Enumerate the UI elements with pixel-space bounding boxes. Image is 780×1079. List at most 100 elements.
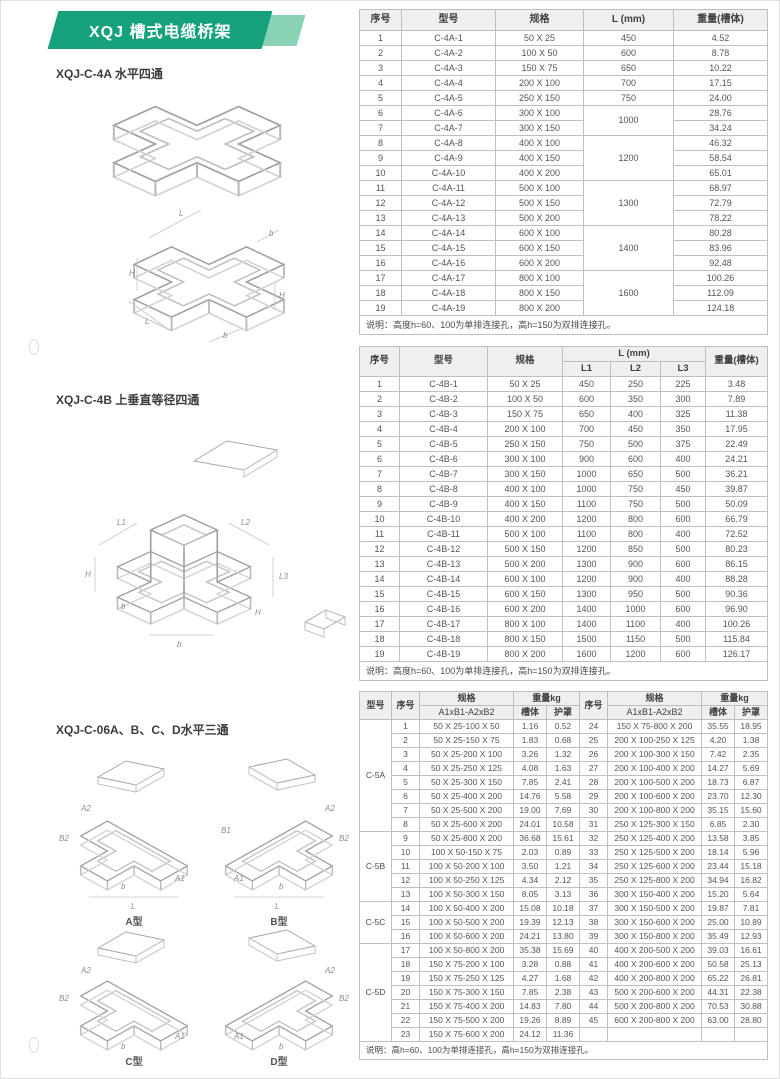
table-cell: 100 X 50-800 X 200: [419, 943, 514, 958]
table-cell: 58.54: [673, 150, 768, 166]
table-cell: 14: [391, 901, 420, 916]
table-cell: 1: [359, 30, 402, 46]
table-cell: 8: [359, 135, 402, 151]
table-cell: 800 X 200: [495, 300, 584, 316]
dim-label-b2: B2: [339, 994, 349, 1003]
table-cell: 350: [660, 421, 706, 437]
table-cell: 3: [359, 406, 400, 422]
table-cell: 15.61: [545, 831, 581, 846]
table-cell: 19.39: [513, 915, 547, 930]
dim-label-b: b: [121, 882, 126, 891]
table-cell: 1.83: [513, 733, 547, 748]
table-cell: 1200: [562, 571, 611, 587]
table-cell: 28: [579, 775, 609, 790]
table-cell: C-4B-17: [399, 616, 488, 632]
table-cell: C-4A-11: [401, 180, 496, 196]
table-cell: 400 X 200-600 X 200: [607, 957, 703, 972]
table-cell: 225: [660, 376, 706, 392]
table-cell: 14.27: [701, 761, 736, 776]
type-caption-a: A型: [125, 915, 142, 928]
table-cell: 0.52: [545, 719, 581, 734]
table-cell: 16: [359, 255, 402, 271]
table-cell: C-4A-13: [401, 210, 496, 226]
table-cell: 100 X 50-400 X 200: [419, 901, 514, 916]
table-cell: 600: [562, 391, 611, 407]
table-cell: C-4A-9: [401, 150, 496, 166]
table-cell: 6.87: [734, 775, 769, 790]
table-cell: 950: [610, 586, 661, 602]
table-cell: 600: [660, 646, 706, 662]
table-cell: 3.26: [513, 747, 547, 762]
table-cell: 30.88: [734, 999, 769, 1014]
col-header-no: 序号: [391, 691, 420, 720]
table-cell: 350: [610, 391, 661, 407]
table-cell: 35.15: [701, 803, 736, 818]
table-cell: 88.28: [705, 571, 768, 587]
dim-label-b2: B2: [59, 994, 69, 1003]
tee-c-drawing: A2 B2 A1 b: [59, 966, 188, 1051]
table-cell: 92.48: [673, 255, 768, 271]
table-cell: 400 X 200: [495, 165, 584, 181]
table-cell: 78.22: [673, 210, 768, 226]
col-header-length-group: L (mm): [562, 346, 706, 362]
table-cell: 24: [579, 719, 609, 734]
table-cell: 26: [579, 747, 609, 762]
table-cell: 66.79: [705, 511, 768, 527]
table-cell: 10.89: [734, 915, 769, 930]
table-cell: 500 X 100: [495, 180, 584, 196]
table-cell: 400: [610, 406, 661, 422]
table-cell: 24.21: [705, 451, 768, 467]
col-header-cover: 护罩: [734, 705, 769, 720]
table-cell: 100 X 50: [487, 391, 563, 407]
col-header-weight: 重量(槽体): [705, 346, 768, 377]
section-heading-c4b: XQJ-C-4B 上垂直等径四通: [56, 393, 200, 407]
table-cell: C-4B-1: [399, 376, 488, 392]
table-cell: [734, 1027, 769, 1042]
table-cell: 9: [359, 496, 400, 512]
table-cell: 600 X 150: [487, 586, 563, 602]
table-cell: 39.03: [701, 943, 736, 958]
table-cell: 24.21: [513, 929, 547, 944]
table-cell: 1000: [562, 481, 611, 497]
table-cell: 42: [579, 971, 609, 986]
table-cell: 4.08: [513, 761, 547, 776]
col-header-no: 序号: [579, 691, 609, 720]
table-cell: 3: [391, 747, 420, 762]
table-cell: 35.55: [701, 719, 736, 734]
dim-label-l: L: [179, 209, 183, 218]
table-cell: 650: [610, 466, 661, 482]
table-cell: 7.89: [705, 391, 768, 407]
table-cell: 7.85: [513, 775, 547, 790]
table-cell: 600 X 100: [487, 571, 563, 587]
table-cell: 18: [391, 957, 420, 972]
table-cell: 34: [579, 859, 609, 874]
table-cell: 9: [359, 150, 402, 166]
table-cell: 600 X 100: [495, 225, 584, 241]
table-cell: C-4B-7: [399, 466, 488, 482]
table-cell: C-4A-7: [401, 120, 496, 136]
table-cell: 300 X 100: [487, 451, 563, 467]
dim-label-a2: A2: [324, 966, 335, 975]
table-cell: 25.00: [701, 915, 736, 930]
table-cell: C-4A-4: [401, 75, 496, 91]
table-cell: 500 X 150: [495, 195, 584, 211]
table-cell: 3.48: [705, 376, 768, 392]
table-cell: 10.18: [545, 901, 581, 916]
table-cell: C-4A-1: [401, 30, 496, 46]
table-cell: 13: [359, 556, 400, 572]
table-cell: 400 X 100: [495, 135, 584, 151]
table-cell: 800 X 150: [487, 631, 563, 647]
table-cell: 44.31: [701, 985, 736, 1000]
